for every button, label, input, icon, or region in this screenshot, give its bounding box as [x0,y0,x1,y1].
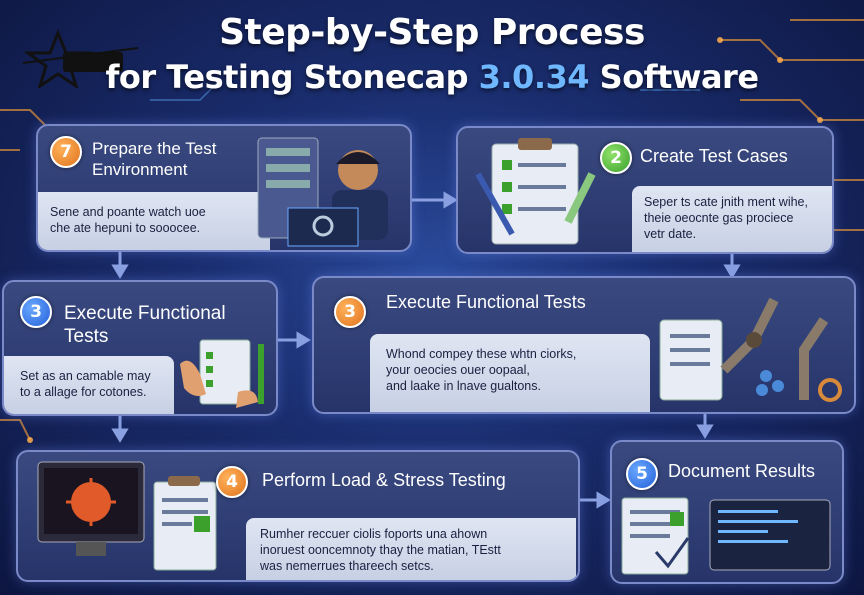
version-number: 3.0.34 [478,58,590,96]
subtitle-suffix: Software [589,58,759,96]
robot-arm-illustration-icon [659,297,842,402]
step-badge: 5 [626,458,658,490]
step-card-load-stress-testing: Rumher reccuer ciolis foports una ahown … [16,450,580,582]
step-card-create-test-cases: Seper ts cate jnith ment wihe, theie oeo… [456,126,834,254]
developer-illustration-icon [257,137,388,247]
step-title-line1: Create Test Cases [640,146,788,166]
desc-line: Seper ts cate jnith ment wihe, [644,195,808,209]
step-title: Create Test Cases [640,146,788,167]
desc-line: Rumher reccuer ciolis foports una ahown [260,527,488,541]
desc-line: inoruest ooncemnoty thay the matian, TEs… [260,543,501,557]
step-title-line1: Perform Load & Stress Testing [262,470,506,490]
step-badge: 7 [50,136,82,168]
logo-icon [22,28,139,88]
step-card-execute-functional-tests-b: Whond compey these whtn ciorks, your oeo… [312,276,856,414]
desc-line: to a allage for cotones. [20,385,147,399]
step-title-line1: Prepare the Test [92,139,217,158]
documents-laptop-illustration-icon [621,497,831,575]
step-title: Document Results [668,461,815,482]
clipboard-checklist-icon [475,138,596,245]
step-title-line1: Execute Functional [64,303,226,324]
card-description: Rumher reccuer ciolis foports una ahown … [246,518,576,580]
step-badge: 3 [20,296,52,328]
step-title-line1: Execute Functional Tests [386,292,586,312]
desc-line: your oeocies ouer oopaal, [386,363,530,377]
step-card-prepare-environment: Sene and poante watch uoe che ate hepuni… [36,124,412,252]
step-title-line1: Document Results [668,461,816,481]
page-subtitle: for Testing Stonecap 3.0.34 Software [0,58,864,96]
desc-line: was nemerrues thareech setcs. [260,559,434,573]
step-title-line2: Environment [92,160,188,179]
step-title-line2: Tests [64,326,109,347]
desc-line: theie oeocnte gas prociece [644,211,794,225]
desc-line: and laake in lnave gualtons. [386,379,541,393]
subtitle-prefix: for Testing Stonecap [105,58,479,96]
card-description: Seper ts cate jnith ment wihe, theie oeo… [632,186,832,252]
step-badge: 4 [216,466,248,498]
step-badge: 2 [600,142,632,174]
step-badge: 3 [334,296,366,328]
bug-monitor-illustration-icon [37,461,217,571]
desc-line: Whond compey these whtn ciorks, [386,347,577,361]
hand-clipboard-icon [180,339,264,408]
desc-line: Set as an camable may [20,369,151,383]
step-title: Execute Functional Tests [386,292,586,313]
step-title: Perform Load & Stress Testing [262,470,506,491]
card-description: Whond compey these whtn ciorks, your oeo… [370,334,650,412]
page-title: Step-by-Step Process [219,12,645,53]
desc-line: vetr date. [644,227,697,241]
card-description: Sene and poante watch uoe che ate hepuni… [38,192,270,250]
desc-line: Sene and poante watch uoe [50,205,206,219]
card-description: Set as an camable may to a allage for co… [4,356,174,414]
desc-line: che ate hepuni to sooocee. [50,221,201,235]
